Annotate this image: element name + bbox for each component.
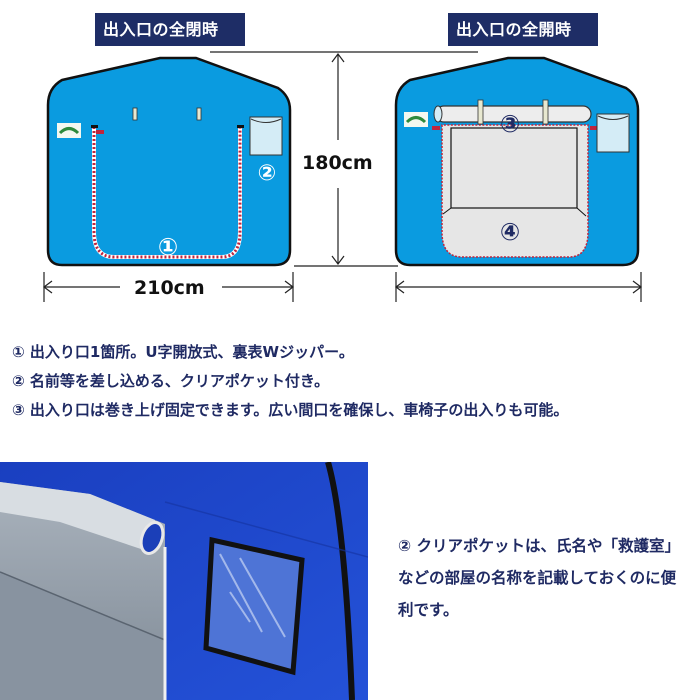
height-dimension bbox=[210, 51, 478, 267]
clear-pocket-icon bbox=[596, 113, 630, 153]
note-pocket: ② 名前等を差し込める、クリアポケット付き。 bbox=[12, 372, 330, 390]
marker-4: ④ bbox=[500, 218, 520, 246]
toggle-hook-icon bbox=[196, 107, 202, 121]
toggle-hook-icon bbox=[132, 107, 138, 121]
tent-diagram: ② ① ③ ④ bbox=[43, 51, 642, 302]
marker-1: ① bbox=[158, 233, 178, 261]
toggle-hook-icon bbox=[542, 99, 549, 125]
tent-closed-illustration: ② ① bbox=[46, 56, 292, 267]
clear-pocket-icon bbox=[249, 116, 283, 156]
clear-pocket-window bbox=[203, 536, 305, 676]
brand-logo-icon bbox=[57, 123, 81, 138]
note-rollup: ③ 出入り口は巻き上げ固定できます。広い間口を確保し、車椅子の出入りも可能。 bbox=[12, 401, 569, 419]
width-label: 210cm bbox=[128, 277, 211, 299]
marker-3: ③ bbox=[500, 110, 520, 138]
open-state-title: 出入口の全開時 bbox=[448, 13, 598, 46]
tent-open-illustration: ③ ④ bbox=[394, 56, 640, 267]
height-label: 180cm bbox=[302, 148, 373, 178]
feature-notes: ① 出入り口1箇所。U字開放式、裏表Wジッパー。 ② 名前等を差し込める、クリア… bbox=[12, 338, 700, 425]
marker-2: ② bbox=[258, 161, 277, 186]
note-zipper: ① 出入り口1箇所。U字開放式、裏表Wジッパー。 bbox=[12, 343, 354, 361]
brand-logo-icon bbox=[404, 112, 428, 127]
toggle-hook-icon bbox=[477, 99, 484, 125]
tent-photo bbox=[0, 462, 368, 700]
photo-caption: ② クリアポケットは、氏名や「救護室」などの部屋の名称を記載しておくのに便利です… bbox=[398, 537, 681, 619]
width-dimension bbox=[43, 272, 642, 302]
closed-state-title: 出入口の全閉時 bbox=[95, 13, 245, 46]
